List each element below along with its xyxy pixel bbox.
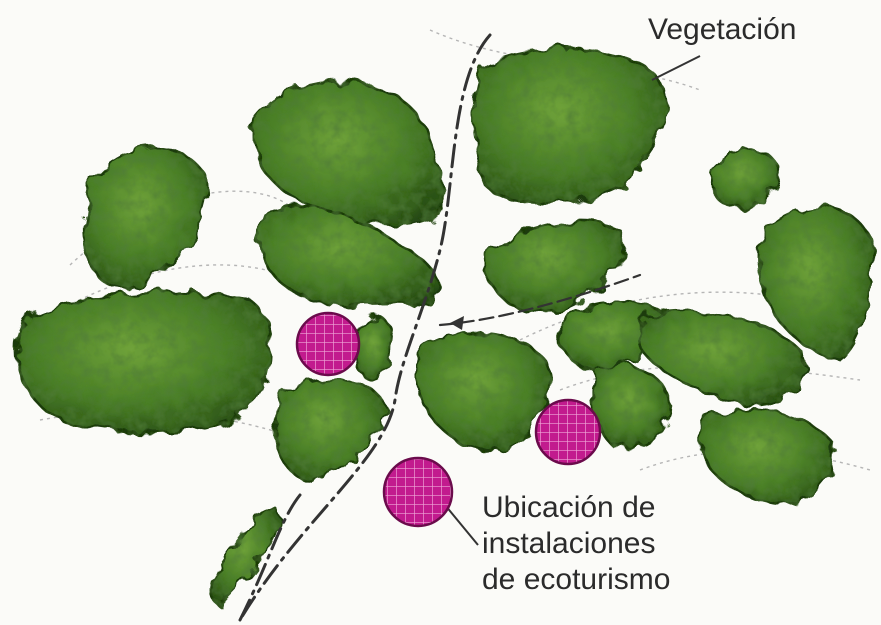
vegetation-patch <box>210 506 281 607</box>
facilities-label-line: Ubicación de <box>482 491 656 524</box>
arrow-icon <box>450 316 464 330</box>
vegetation-patch <box>82 146 209 290</box>
vegetation-patch <box>252 80 443 228</box>
vegetation-areas <box>15 47 874 607</box>
vegetation-patch <box>258 205 442 307</box>
facilities-label-line: instalaciones <box>482 527 656 560</box>
vegetation-patch <box>591 362 672 450</box>
secondary-trail <box>238 493 302 622</box>
facility-circle-icon <box>295 311 361 377</box>
vegetation-patch <box>355 314 393 383</box>
facility-circle-icon <box>382 456 454 528</box>
vegetation-patch <box>274 377 387 482</box>
facility-circle-icon <box>534 398 602 466</box>
facility-locations <box>295 311 602 528</box>
vegetation-patch <box>15 291 272 434</box>
vegetation-label: Vegetación <box>648 13 797 46</box>
vegetation-patch <box>472 47 668 205</box>
vegetation-patch <box>638 310 806 407</box>
leader-lines <box>444 55 701 546</box>
facilities-label: Ubicación de instalaciones de ecoturismo <box>482 490 670 598</box>
facilities-label-line: de ecoturismo <box>482 563 671 596</box>
main-trail <box>238 33 492 622</box>
vegetation-patch <box>483 219 625 313</box>
vegetation-patch <box>709 147 782 210</box>
vegetation-patch <box>415 331 552 452</box>
vegetation-patch <box>758 205 874 362</box>
vegetation-patch <box>698 408 834 507</box>
